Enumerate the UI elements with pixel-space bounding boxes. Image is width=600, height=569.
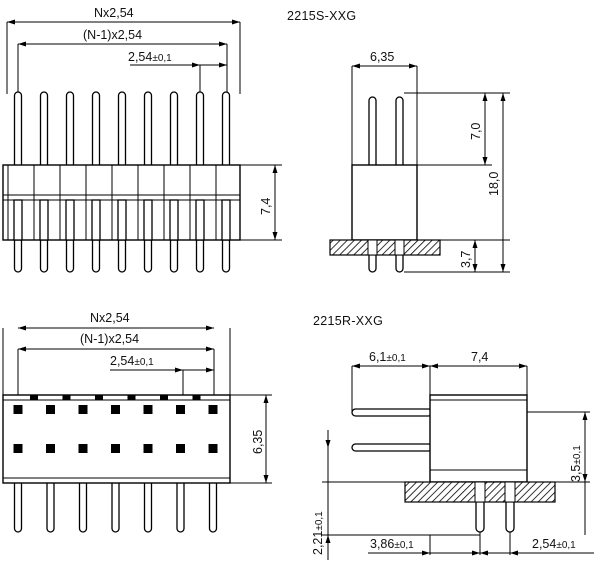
dim-bottom-a-label: 3,86±0,1 <box>370 537 414 551</box>
contact-square <box>176 405 185 414</box>
right-angle-body <box>429 394 528 483</box>
contact-square <box>208 405 218 414</box>
dim-line-inner <box>18 41 227 47</box>
pin-shroud <box>143 199 153 241</box>
dim-left-label: 6,1±0,1 <box>369 350 406 364</box>
view-bottom-right: 2215R-XXG 6,1±0,1 7,4 <box>311 314 594 560</box>
contact-square <box>78 444 88 453</box>
pin-shroud <box>117 199 127 241</box>
dim-upper-label: 7,0 <box>469 123 483 140</box>
dim-line-left <box>352 363 430 369</box>
contact-square <box>176 444 185 453</box>
part-title-2215r: 2215R-XXG <box>313 314 383 328</box>
dim-line-vertical <box>582 412 588 535</box>
dim-line-inner <box>18 346 214 352</box>
pcb-board <box>329 239 441 256</box>
contact-square <box>111 444 120 453</box>
dim-height-label: 6,35 <box>251 430 265 454</box>
dim-line-right <box>430 363 527 369</box>
dim-right-label: 7,4 <box>471 350 488 364</box>
pin-shroud <box>195 199 205 241</box>
part-title-2215s: 2215S-XXG <box>287 9 356 23</box>
view-top-left: Nx2,54 (N-1)x2,54 2,54±0,1 7,4 <box>2 6 282 273</box>
pin-row <box>13 469 218 533</box>
dim-total-label: Nx2,54 <box>90 311 130 325</box>
pin-shroud <box>65 199 75 241</box>
latch-notch <box>192 395 201 400</box>
pin-horizontal <box>351 408 433 417</box>
latch-notch <box>160 395 168 400</box>
contact-square <box>143 405 153 414</box>
dim-line-total-height <box>500 93 506 272</box>
contact-square <box>143 444 153 453</box>
contact-square <box>46 405 55 414</box>
view-bottom-left: Nx2,54 (N-1)x2,54 2,54±0,1 6,35 <box>2 311 272 533</box>
contact-square <box>13 444 23 453</box>
dim-bottom-b-label: 2,54±0,1 <box>532 537 576 551</box>
pin-shroud <box>169 199 179 241</box>
extension-lines <box>6 22 282 241</box>
extension-lines <box>2 328 272 484</box>
dim-line-pitch <box>110 367 214 373</box>
dim-lower-left-label: 2,21±0,1 <box>311 511 325 555</box>
dim-line-lower <box>472 240 478 272</box>
latch-notch <box>62 395 71 400</box>
dim-line-upper <box>482 93 488 165</box>
contact-square <box>78 405 88 414</box>
dim-line-total <box>18 325 214 331</box>
dim-line-height <box>272 165 278 240</box>
extension-lines <box>351 66 510 273</box>
latch-notch <box>30 395 38 400</box>
dim-line-total <box>7 19 240 25</box>
dim-line-pitch <box>130 62 227 68</box>
dim-height-label: 7,4 <box>259 198 273 215</box>
pin-shroud <box>91 199 101 241</box>
dim-vertical-label: 3,5±0,1 <box>569 445 583 482</box>
contact-squares <box>13 395 218 453</box>
contact-square <box>46 444 55 453</box>
dim-line-height <box>263 395 269 483</box>
pin-horizontal <box>351 443 433 452</box>
dim-pitch-label: 2,54±0,1 <box>110 354 154 368</box>
latch-notch <box>95 395 103 400</box>
dim-pitch-label: 2,54±0,1 <box>128 50 172 64</box>
dim-inner-label: (N-1)x2,54 <box>83 28 142 42</box>
dim-lower-label: 3,7 <box>459 251 473 268</box>
contact-square <box>111 405 120 414</box>
view-top-right: 2215S-XXG 6,35 7,0 18,0 <box>287 9 510 273</box>
pin-row-front <box>7 165 231 241</box>
dim-width-label: 6,35 <box>370 50 394 64</box>
pin-shroud <box>13 199 23 241</box>
dim-line-bottom-b <box>480 550 594 556</box>
dim-total-height-label: 18,0 <box>487 172 501 196</box>
dim-line-lower-left <box>325 430 331 560</box>
dim-total-label: Nx2,54 <box>94 6 134 20</box>
dim-inner-label: (N-1)x2,54 <box>80 332 139 346</box>
pin-shroud <box>39 199 49 241</box>
dim-line-width <box>352 63 417 69</box>
contact-square <box>208 444 218 453</box>
latch-notch <box>127 395 136 400</box>
pin-shroud <box>221 199 231 241</box>
dim-line-bottom-a <box>368 550 480 556</box>
side-body <box>351 164 418 241</box>
contact-square <box>13 405 23 414</box>
